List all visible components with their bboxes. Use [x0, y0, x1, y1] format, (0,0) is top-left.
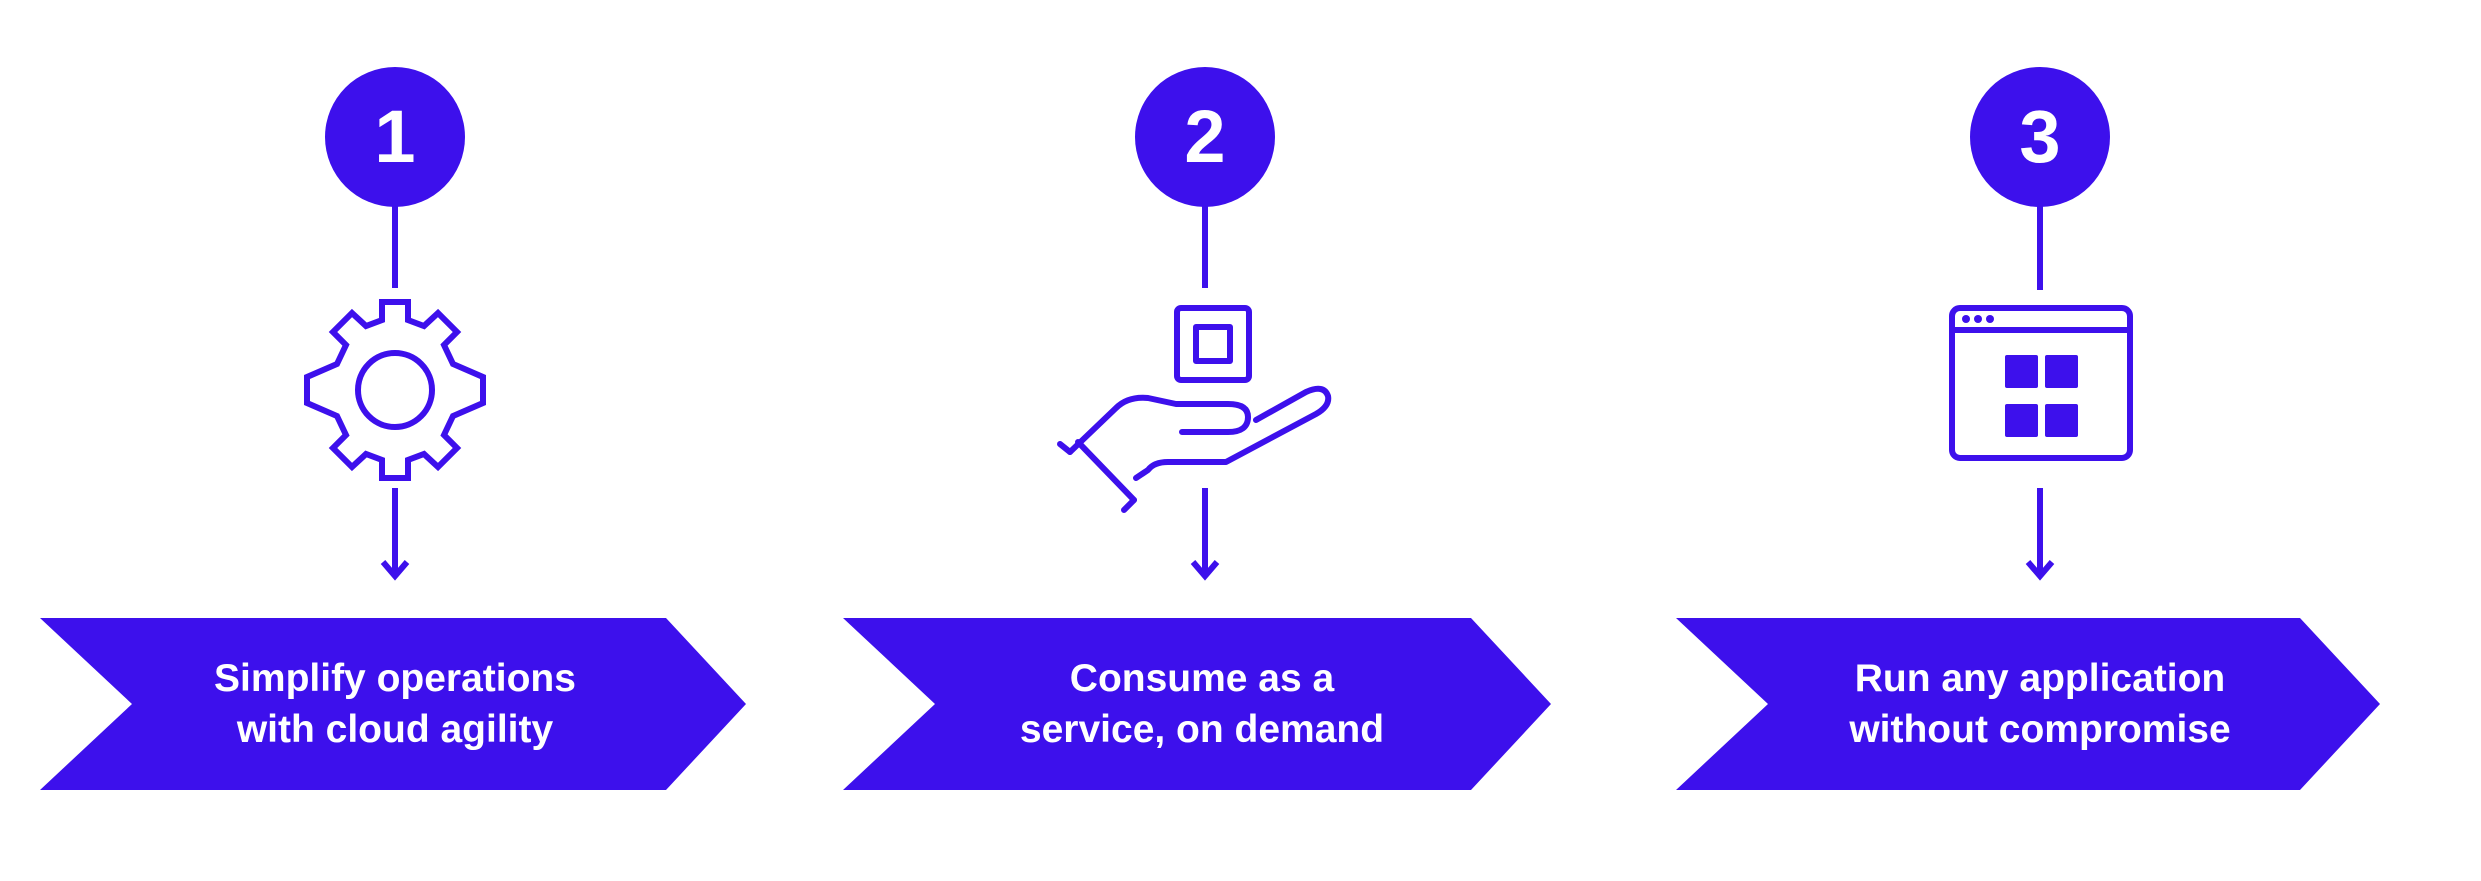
step-2-graphic — [843, 67, 1551, 790]
step-1-label: Simplify operations with cloud agility — [115, 618, 675, 790]
step-1-chevron-banner — [40, 618, 746, 790]
step-2-down-arrow — [1190, 488, 1220, 581]
step-2-label-line-2: service, on demand — [1019, 708, 1385, 751]
step-3-label: Run any application without compromise — [1760, 618, 2320, 790]
step-3-label-line-1: Run any application — [1854, 657, 2226, 700]
step-3-down-arrow — [2025, 488, 2055, 581]
step-3-graphic — [1676, 67, 2380, 790]
step-2-number: 2 — [1184, 95, 1226, 178]
step-2-number-circle — [1135, 67, 1275, 207]
hand-holding-chip-icon — [1057, 305, 1332, 513]
step-1: 1 Simplify operations with cloud agility — [0, 0, 800, 881]
step-3-chevron-banner — [1676, 618, 2380, 790]
step-2-chevron-banner — [843, 618, 1551, 790]
app-window-grid-icon — [1949, 305, 2133, 461]
step-3-number-circle — [1970, 67, 2110, 207]
step-1-graphic — [40, 67, 746, 790]
step-1-number-circle — [325, 67, 465, 207]
step-2: 2 Consume as a service, on demand — [808, 0, 1608, 881]
step-2-label: Consume as a service, on demand — [922, 618, 1482, 790]
step-3: 3 Run any application without compromise — [1640, 0, 2440, 881]
step-1-label-line-2: with cloud agility — [236, 708, 554, 751]
step-3-label-line-2: without compromise — [1849, 708, 2231, 751]
step-1-label-line-1: Simplify operations — [214, 657, 576, 700]
step-1-number: 1 — [374, 95, 416, 178]
step-3-number: 3 — [2019, 95, 2061, 178]
step-2-label-line-1: Consume as a — [1069, 657, 1335, 700]
gear-icon — [304, 299, 486, 481]
step-1-down-arrow — [380, 488, 410, 581]
